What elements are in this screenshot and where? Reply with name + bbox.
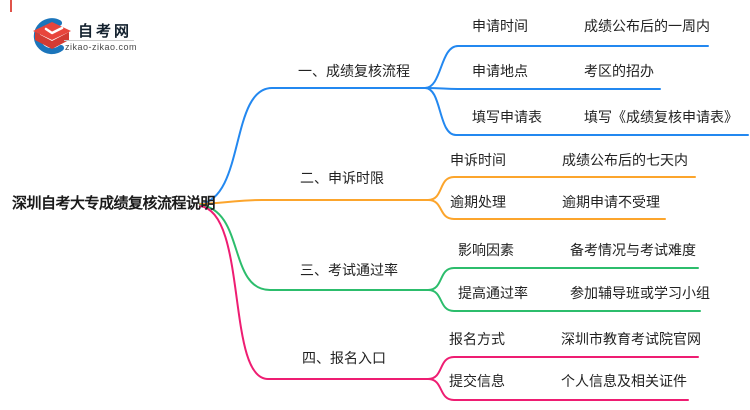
branch-4-label[interactable]: 四、报名入口 bbox=[302, 350, 386, 366]
child-key: 逾期处理 bbox=[450, 194, 506, 210]
branch-2-child-2[interactable]: 逾期处理 逾期申请不受理 bbox=[450, 192, 660, 212]
red-border-fragment bbox=[10, 0, 12, 12]
branch-1-child-2[interactable]: 申请地点 考区的招办 bbox=[472, 61, 654, 81]
child-value: 填写《成绩复核申请表》 bbox=[584, 109, 738, 125]
child-key: 申请地点 bbox=[472, 63, 528, 79]
branch-2-label[interactable]: 二、申诉时限 bbox=[300, 170, 384, 186]
child-value: 成绩公布后的一周内 bbox=[584, 18, 710, 34]
branch-3-child-1[interactable]: 影响因素 备考情况与考试难度 bbox=[458, 240, 696, 260]
child-key: 申请时间 bbox=[472, 18, 528, 34]
logo-subtitle: zikao-zikao.com bbox=[65, 42, 138, 52]
child-key: 提高通过率 bbox=[458, 285, 528, 301]
child-value: 成绩公布后的七天内 bbox=[562, 152, 688, 168]
child-value: 个人信息及相关证件 bbox=[561, 373, 687, 389]
graduation-cap-logo-icon bbox=[33, 18, 71, 55]
branch-4-child-2[interactable]: 提交信息 个人信息及相关证件 bbox=[449, 371, 687, 391]
branch-2-lines bbox=[199, 176, 696, 220]
branch-4-child-1[interactable]: 报名方式 深圳市教育考试院官网 bbox=[449, 329, 701, 349]
child-value: 深圳市教育考试院官网 bbox=[561, 331, 701, 347]
child-value: 考区的招办 bbox=[584, 63, 654, 79]
child-value: 参加辅导班或学习小组 bbox=[570, 285, 710, 301]
child-value: 备考情况与考试难度 bbox=[570, 242, 696, 258]
branch-4-lines bbox=[199, 205, 699, 401]
central-topic[interactable]: 深圳自考大专成绩复核流程说明 bbox=[12, 195, 216, 212]
child-key: 影响因素 bbox=[458, 242, 514, 258]
logo-title: 自考网 bbox=[78, 23, 133, 40]
logo-divider bbox=[64, 40, 134, 41]
branch-1-label[interactable]: 一、成绩复核流程 bbox=[298, 63, 410, 79]
branch-1-lines bbox=[199, 45, 749, 205]
child-key: 提交信息 bbox=[449, 373, 505, 389]
child-key: 报名方式 bbox=[449, 331, 505, 347]
branch-3-lines bbox=[199, 204, 701, 312]
child-key: 填写申请表 bbox=[472, 109, 542, 125]
branch-2-child-1[interactable]: 申诉时间 成绩公布后的七天内 bbox=[450, 150, 688, 170]
child-key: 申诉时间 bbox=[450, 152, 506, 168]
branch-3-child-2[interactable]: 提高通过率 参加辅导班或学习小组 bbox=[458, 283, 710, 303]
branch-1-child-1[interactable]: 申请时间 成绩公布后的一周内 bbox=[472, 16, 710, 36]
branch-1-child-3[interactable]: 填写申请表 填写《成绩复核申请表》 bbox=[472, 107, 738, 127]
child-value: 逾期申请不受理 bbox=[562, 194, 660, 210]
site-logo: 自考网 zikao-zikao.com bbox=[28, 16, 158, 56]
branch-3-label[interactable]: 三、考试通过率 bbox=[300, 262, 398, 278]
